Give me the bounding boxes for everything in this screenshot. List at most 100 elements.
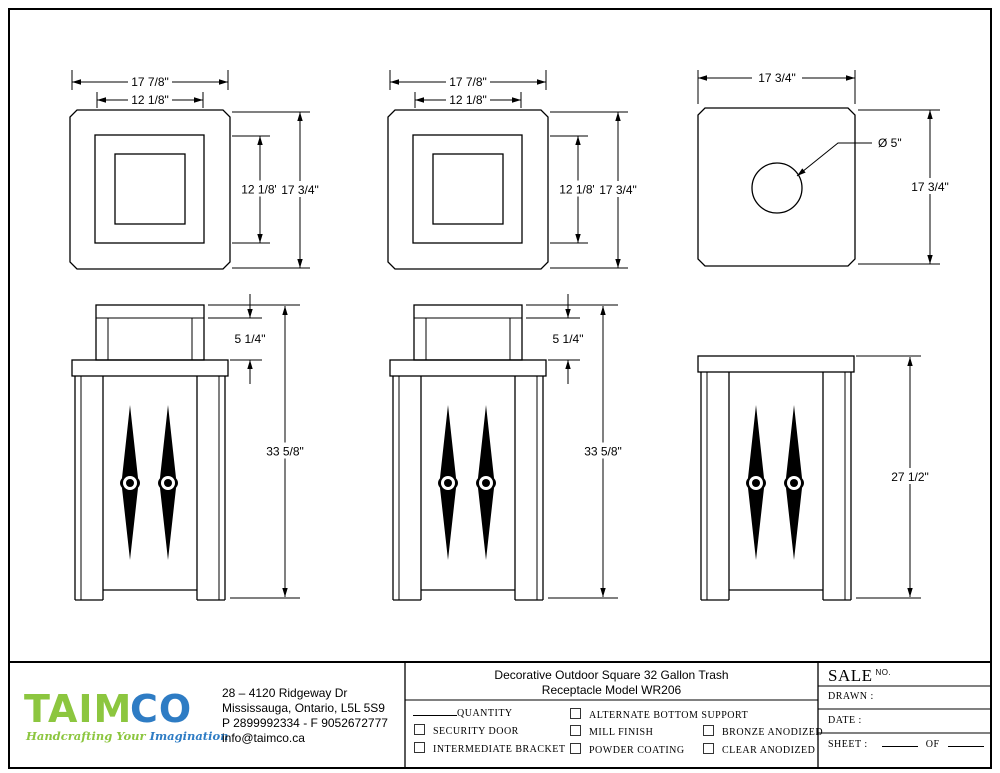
sheet-border	[8, 8, 992, 769]
svg-text:Handcrafting Your Imagination: Handcrafting Your Imagination	[25, 729, 229, 743]
top-view-top_1: 17 7/8"12 1/8"12 1/8"17 3/4"	[69, 70, 324, 270]
phone-fax: P 2899992334 - F 9052672777	[222, 716, 388, 730]
checkbox[interactable]	[703, 743, 714, 754]
date-label: DATE :	[828, 715, 862, 726]
label-background	[276, 181, 324, 197]
lid-outline	[697, 107, 856, 267]
ornament-center	[752, 479, 760, 487]
label-background	[128, 75, 172, 89]
label-background	[446, 75, 490, 89]
checkbox[interactable]	[414, 724, 425, 735]
lid-band	[697, 355, 855, 373]
ornament-center	[164, 479, 172, 487]
label-background	[906, 178, 954, 194]
checkbox[interactable]	[703, 725, 714, 736]
option-label: POWDER COATING	[589, 745, 685, 756]
checkbox[interactable]	[414, 742, 425, 753]
front-view-front_2: 5 1/4" 33 5/8"	[389, 294, 627, 601]
dimension-label: 5 1/4"	[553, 332, 584, 346]
opening-outer	[94, 134, 205, 244]
label-background	[236, 180, 284, 197]
label-background	[752, 69, 802, 83]
ornament-center	[444, 479, 452, 487]
option-bronze-anodized[interactable]: BRONZE ANODIZED	[703, 725, 823, 738]
address-line-1: 28 – 4120 Ridgeway Dr	[222, 686, 348, 700]
option-label: INTERMEDIATE BRACKET	[433, 744, 566, 755]
label-background	[594, 181, 642, 197]
label-background	[554, 180, 602, 197]
opening-outer	[412, 134, 523, 244]
dimension-label: 17 3/4"	[599, 183, 637, 197]
dimension-label: 17 3/4"	[911, 180, 949, 194]
sheet-field[interactable]: SHEET : OF	[828, 739, 984, 750]
top-view-top_2: 17 7/8"12 1/8"12 1/8"17 3/4"	[387, 70, 642, 270]
quantity-field[interactable]: QUANTITY	[413, 708, 513, 719]
drawn-label: DRAWN :	[828, 691, 874, 702]
svg-text:TAIM: TAIM	[24, 687, 132, 731]
drawing-title: Decorative Outdoor Square 32 Gallon Tras…	[405, 668, 818, 698]
leader-line	[796, 142, 872, 177]
checkbox[interactable]	[570, 725, 581, 736]
dimension-label: 12 1/8"	[241, 183, 279, 197]
lid-band	[389, 359, 547, 377]
title-line-2: Receptacle Model WR206	[541, 683, 682, 697]
lid-outline	[69, 109, 231, 270]
label-background	[446, 93, 490, 107]
option-intermediate-bracket[interactable]: INTERMEDIATE BRACKET	[414, 742, 566, 755]
dimension-label: 17 3/4"	[758, 71, 796, 85]
email[interactable]: info@taimco.ca	[222, 731, 305, 745]
option-mill-finish[interactable]: MILL FINISH	[570, 725, 653, 738]
label-background	[261, 442, 309, 459]
opening-inner	[432, 153, 504, 225]
hole-circle	[751, 162, 803, 214]
of-label: OF	[925, 739, 940, 750]
option-label: BRONZE ANODIZED	[722, 727, 824, 738]
dimension-label: 17 3/4"	[281, 183, 319, 197]
dimension-label: 12 1/8"	[559, 183, 597, 197]
sheet-label: SHEET :	[828, 739, 868, 750]
dimension-label: 27 1/2"	[891, 470, 929, 484]
option-label: MILL FINISH	[589, 727, 654, 738]
diameter-label: Ø 5"	[878, 136, 902, 150]
dimension-label: 17 7/8"	[131, 75, 169, 89]
dimension-label: 12 1/8"	[449, 93, 487, 107]
svg-text:CO: CO	[130, 687, 192, 731]
ornament-center	[126, 479, 134, 487]
date-field[interactable]: DATE :	[828, 715, 862, 726]
front-view-front_3: 27 1/2"	[697, 355, 934, 601]
dimension-label: 33 5/8"	[584, 445, 622, 459]
address-line-2: Mississauga, Ontario, L5L 5S9	[222, 701, 385, 715]
option-security-door[interactable]: SECURITY DOOR	[414, 724, 519, 737]
option-label: ALTERNATE BOTTOM SUPPORT	[589, 710, 749, 721]
checkbox[interactable]	[570, 743, 581, 754]
dimension-label: 5 1/4"	[235, 332, 266, 346]
sale-no: SALE NO.	[828, 666, 891, 686]
taimco-logo: TAIM CO Handcrafting Your Imagination	[24, 687, 229, 743]
quantity-label: QUANTITY	[457, 708, 513, 719]
label-background	[886, 468, 934, 484]
option-clear-anodized[interactable]: CLEAR ANODIZED	[703, 743, 815, 756]
sale-label: SALE	[828, 666, 873, 685]
drawn-field[interactable]: DRAWN :	[828, 691, 874, 702]
dimension-label: 17 7/8"	[449, 75, 487, 89]
dimension-label: 12 1/8"	[131, 93, 169, 107]
option-powder-coating[interactable]: POWDER COATING	[570, 743, 685, 756]
no-label: NO.	[875, 668, 892, 677]
opening-inner	[114, 153, 186, 225]
front-view-front_1: 5 1/4" 33 5/8"	[71, 294, 309, 601]
title-line-1: Decorative Outdoor Square 32 Gallon Tras…	[494, 668, 729, 682]
label-background	[579, 442, 627, 459]
option-label: SECURITY DOOR	[433, 726, 519, 737]
company-address: 28 – 4120 Ridgeway Dr Mississauga, Ontar…	[222, 686, 388, 746]
option-alternate-bottom-support[interactable]: ALTERNATE BOTTOM SUPPORT	[570, 708, 748, 721]
option-label: CLEAR ANODIZED	[722, 745, 816, 756]
lid-outline	[387, 109, 549, 270]
dimension-label: 33 5/8"	[266, 445, 304, 459]
checkbox[interactable]	[570, 708, 581, 719]
top-view-top_3: 17 3/4" Ø 5" 17 3/4"	[697, 69, 954, 267]
ornament-center	[482, 479, 490, 487]
label-background	[128, 93, 172, 107]
ornament-center	[790, 479, 798, 487]
